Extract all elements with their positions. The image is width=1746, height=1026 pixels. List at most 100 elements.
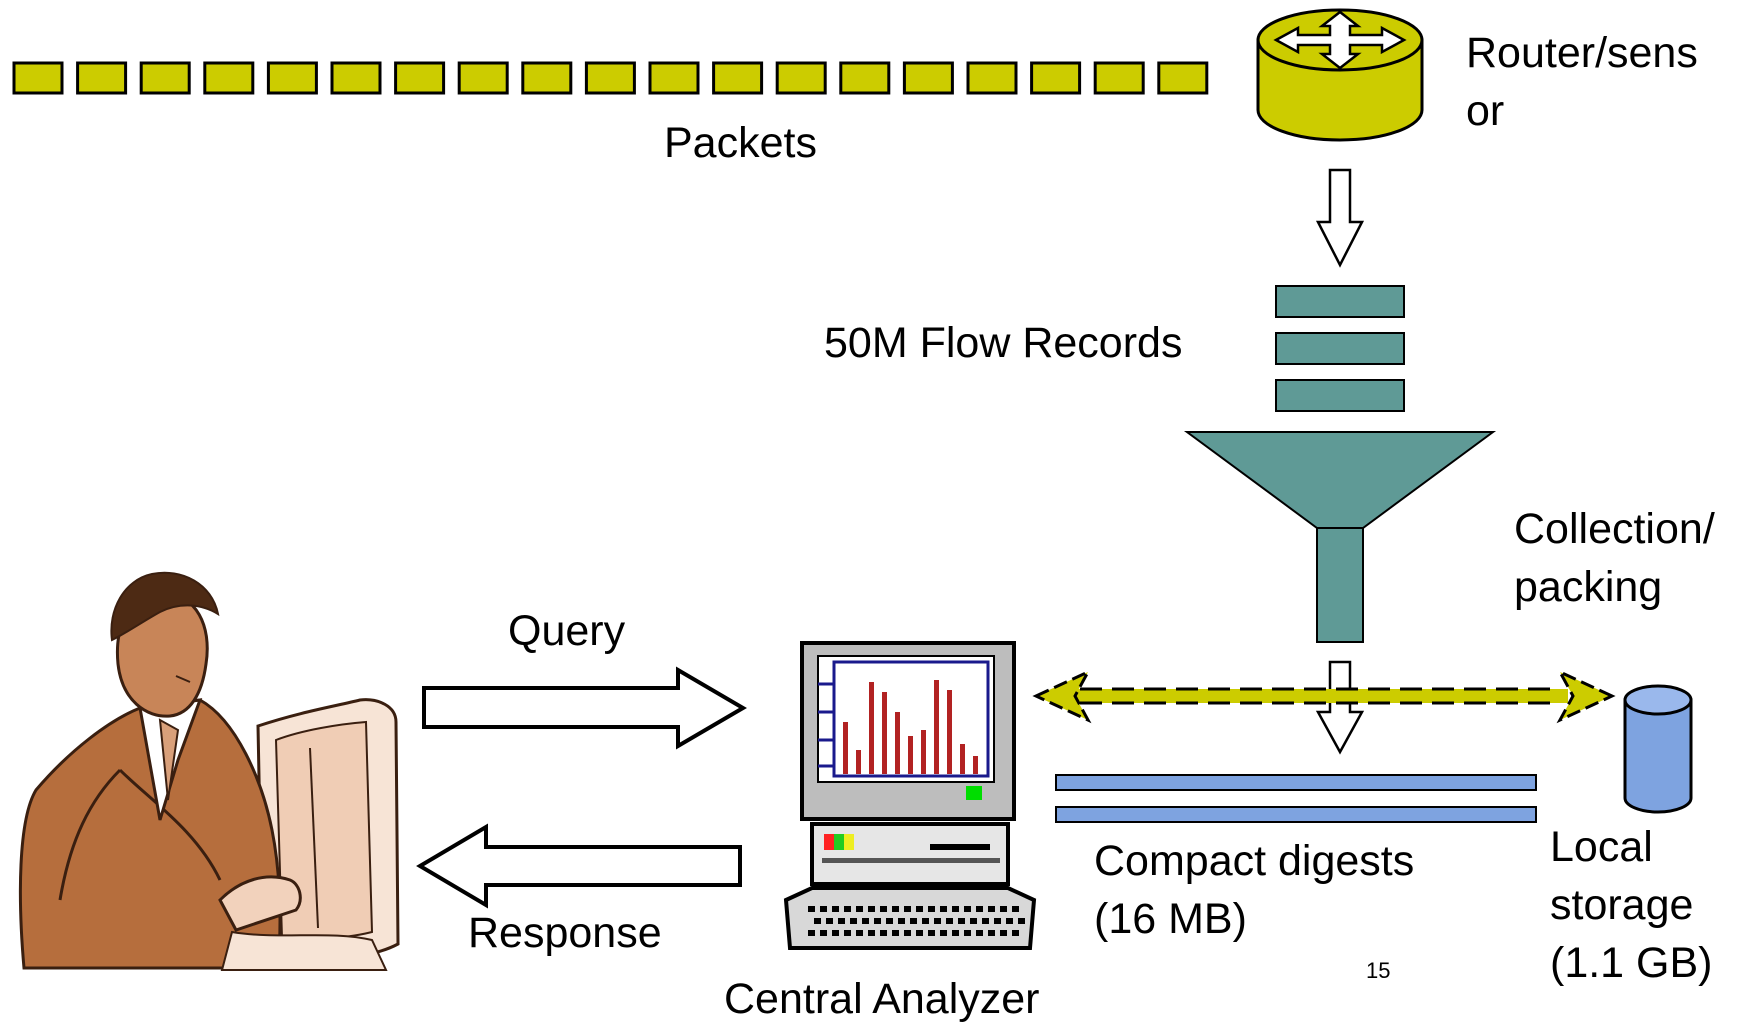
keyboard-key [832,930,839,936]
response-arrow-icon [416,823,742,909]
keyboard-key [880,930,887,936]
keyboard-key [976,906,983,912]
packet [1157,61,1209,95]
keyboard-key [916,906,923,912]
analyzer-screen-bar [908,736,913,774]
query-arrow-icon [422,666,747,750]
packet [203,61,255,95]
flow-record [1275,285,1405,318]
compact-digests [1055,774,1537,823]
keyboard-key [934,918,941,924]
flow-records-label: 50M Flow Records [824,319,1183,367]
keyboard-key [856,906,863,912]
collection-label-line1: Collection/ [1514,505,1715,553]
keyboard-key [862,918,869,924]
keyboard-key [850,918,857,924]
keyboard-key [820,930,827,936]
keyboard-key [940,930,947,936]
keyboard-key [988,930,995,936]
packet [775,61,827,95]
keyboard-key [916,930,923,936]
packet [712,61,764,95]
keyboard-key [838,918,845,924]
packets-label: Packets [664,119,817,167]
query-label: Query [508,607,626,655]
keyboard-key [832,906,839,912]
keyboard-key [892,906,899,912]
collection-label-line2: packing [1514,563,1663,611]
keyboard-key [808,930,815,936]
person-at-computer-icon [18,571,400,971]
packet [457,61,509,95]
keyboard-key [970,918,977,924]
keyboard-key [982,918,989,924]
flow-record [1275,379,1405,412]
packet [966,61,1018,95]
digest-bar [1055,806,1537,823]
packet [330,61,382,95]
packet [902,61,954,95]
packet [1093,61,1145,95]
keyboard-key [904,906,911,912]
packet [584,61,636,95]
keyboard-key [928,906,935,912]
keyboard-key [988,906,995,912]
storage-label-line3: (1.1 GB) [1550,939,1713,987]
analyzer-screen-bar [882,692,887,774]
keyboard-key [1000,930,1007,936]
storage-label-line2: storage [1550,881,1694,929]
computer-icon [783,641,1037,950]
packet [521,61,573,95]
analyzer-screen-bar [947,690,952,774]
keyboard-key [826,918,833,924]
analyzer-screen-bar [843,722,848,774]
keyboard-key [868,906,875,912]
keyboard-key [814,918,821,924]
router-label-line1: Router/sens [1466,29,1698,77]
packet [648,61,700,95]
keyboard-key [868,930,875,936]
keyboard-key [1000,906,1007,912]
keyboard-key [994,918,1001,924]
keyboard-key [946,918,953,924]
page-number: 15 [1366,958,1391,983]
keyboard-key [880,906,887,912]
packet [839,61,891,95]
keyboard-key [874,918,881,924]
analyzer-screen-bar [856,750,861,774]
packet [76,61,128,95]
keyboard-key [892,930,899,936]
keyboard-key [1012,930,1019,936]
keyboard-key [952,930,959,936]
keyboard-key [910,918,917,924]
double-arrow-icon [1032,668,1616,724]
keyboard-key [952,906,959,912]
funnel-icon [1183,431,1497,643]
digest-bar [1055,774,1537,791]
packet [139,61,191,95]
keyboard-key [964,906,971,912]
packet [1030,61,1082,95]
digests-label-line1: Compact digests [1094,837,1415,885]
keyboard-key [976,930,983,936]
response-label: Response [468,909,662,957]
storage-label-line1: Local [1550,823,1653,871]
analyzer-screen-bar [973,756,978,774]
packet [266,61,318,95]
database-icon [1623,684,1693,814]
keyboard-key [844,930,851,936]
keyboard-key [1006,918,1013,924]
keyboard-key [922,918,929,924]
keyboard-key [958,918,965,924]
router-icon [1256,8,1424,142]
keyboard-key [808,906,815,912]
digests-label-line2: (16 MB) [1094,895,1247,943]
analyzer-screen-bar [934,680,939,774]
keyboard-key [1018,918,1025,924]
analyzer-screen-bar [895,712,900,774]
central-analyzer-label: Central Analyzer [724,975,1040,1023]
keyboard-key [1012,906,1019,912]
keyboard-key [844,906,851,912]
packet [394,61,446,95]
flow-record [1275,332,1405,365]
